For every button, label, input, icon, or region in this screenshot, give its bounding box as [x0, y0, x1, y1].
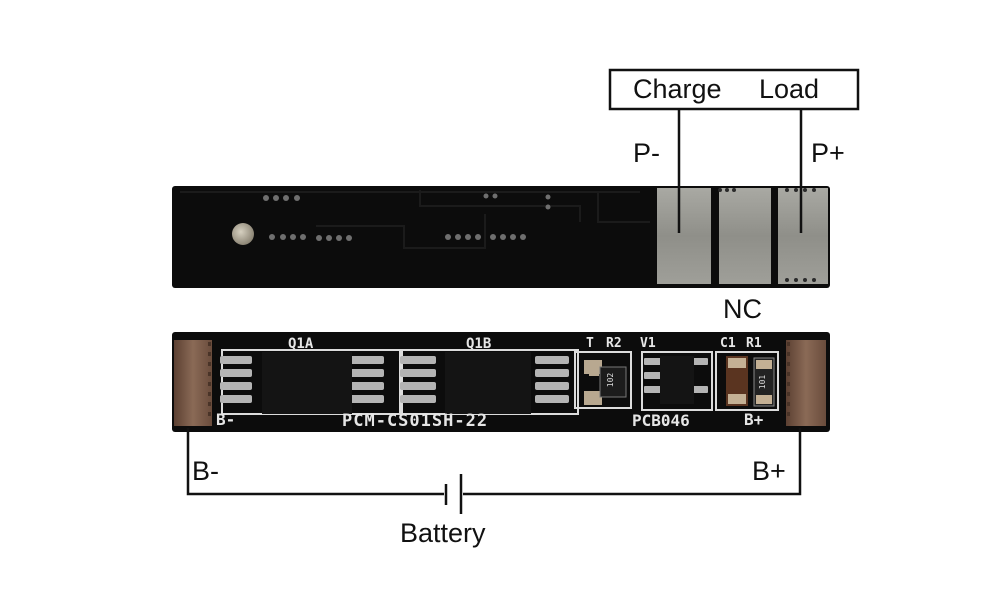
top-board [172, 186, 830, 288]
silk-t: T [586, 336, 594, 351]
silk-b-minus: B- [216, 410, 236, 429]
c1-r1-parts [715, 351, 779, 411]
p-minus-pad [657, 188, 711, 284]
silk-r1: R1 [746, 336, 762, 351]
silk-c1: C1 [720, 336, 736, 351]
bottom-board [172, 332, 830, 432]
p-plus-pad [778, 188, 828, 284]
silk-q1a: Q1A [288, 336, 314, 352]
label-p-minus: P- [633, 138, 660, 168]
silk-r2-code: 102 [606, 372, 616, 388]
charge-load-box [608, 68, 860, 111]
silk-q1b: Q1B [466, 336, 492, 352]
label-nc: NC [723, 294, 762, 324]
wiring [186, 68, 860, 496]
b-plus-pad [786, 340, 826, 426]
r2-resistor [574, 351, 632, 409]
label-p-plus: P+ [811, 138, 845, 168]
silk-b-plus: B+ [744, 410, 764, 429]
label-b-plus: B+ [752, 456, 786, 486]
nc-pad [719, 188, 771, 284]
silk-pcb: PCB046 [632, 411, 690, 430]
label-battery: Battery [400, 518, 486, 548]
v1-ic [641, 351, 713, 411]
label-load: Load [759, 74, 820, 104]
q1b-mosfet [400, 349, 579, 415]
silk-model: PCM-CS01SH-22 [342, 411, 489, 431]
battery-symbol [444, 474, 463, 514]
silk-v1: V1 [640, 336, 656, 351]
silk-r1-code: 101 [758, 374, 768, 390]
label-charge: Charge [633, 74, 722, 104]
silk-r2: R2 [606, 336, 622, 351]
label-b-minus: B- [192, 456, 219, 486]
q1a-mosfet [220, 349, 401, 415]
b-minus-pad [174, 340, 212, 426]
